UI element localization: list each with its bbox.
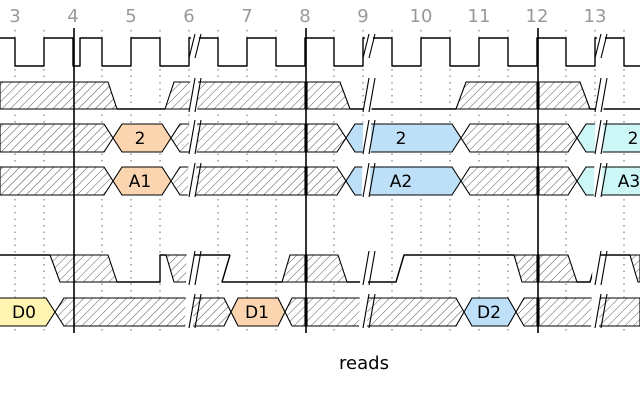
cycle-tick-10: 10 [410, 6, 433, 27]
cycle-tick-5: 5 [125, 6, 136, 27]
row4-value-2: A2 [390, 172, 412, 192]
row6-value-box-1 [0, 297, 56, 327]
signal-row-2 [0, 81, 640, 110]
cycle-tick-labels: 3 4 5 6 7 8 9 10 11 12 13 [9, 6, 606, 27]
row4-value-1: A1 [129, 172, 151, 192]
signal-row-3: 2 2 2 [0, 123, 640, 153]
cycle-tick-3: 3 [9, 6, 20, 27]
cycle-tick-13: 13 [584, 6, 607, 27]
cycle-tick-8: 8 [299, 6, 310, 27]
row3-value-1: 2 [135, 129, 146, 149]
cycle-tick-4: 4 [67, 6, 78, 27]
row6-value-1: D0 [12, 303, 36, 323]
cycle-tick-12: 12 [526, 6, 549, 27]
signal-row-6: D0 D1 D2 [0, 297, 640, 327]
signal-row-4: A1 A2 A3 [0, 166, 640, 196]
row6-value-3: D2 [477, 303, 501, 323]
cycle-tick-9: 9 [357, 6, 368, 27]
row3-value-box-3 [576, 123, 640, 153]
cycle-tick-11: 11 [468, 6, 491, 27]
row4-value-3: A3 [618, 172, 640, 192]
cycle-tick-6: 6 [183, 6, 194, 27]
diagram-caption: reads [339, 353, 389, 374]
cycle-tick-7: 7 [241, 6, 252, 27]
cycle-markers [73, 28, 539, 333]
signal-row-5 [0, 254, 640, 283]
time-break-markers [185, 33, 608, 332]
row6-value-2: D1 [245, 303, 269, 323]
row4-value-box-3 [576, 166, 640, 196]
row3-value-2: 2 [396, 129, 407, 149]
clock-signal [0, 37, 640, 67]
row3-value-3: 2 [628, 129, 639, 149]
